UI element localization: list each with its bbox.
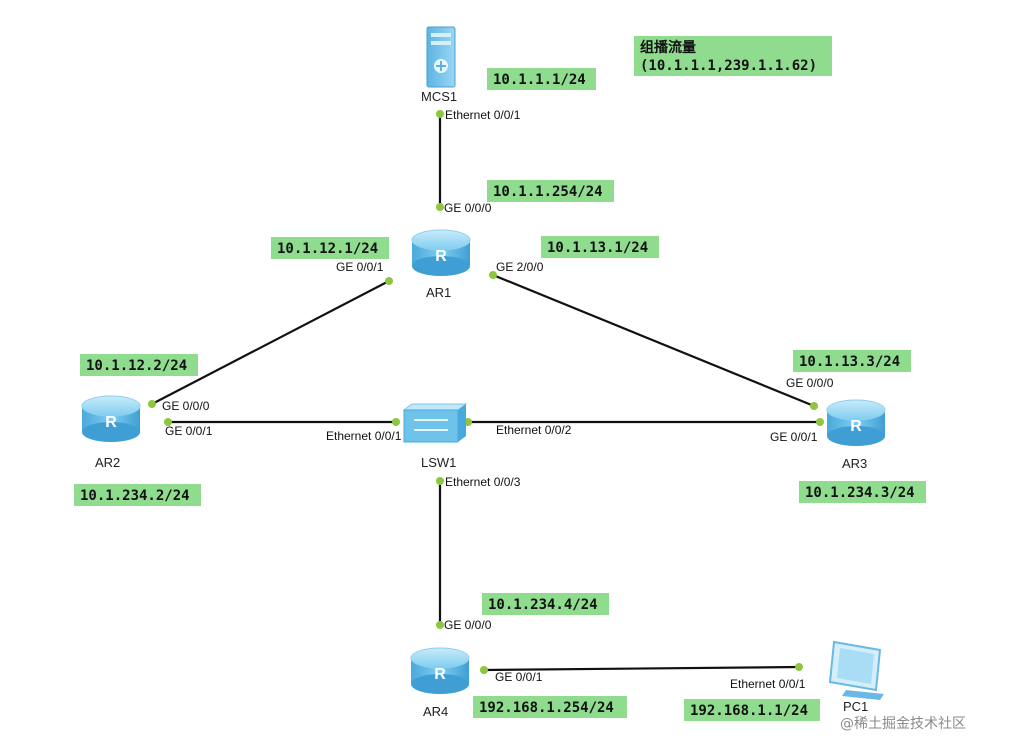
multicast-title: 组播流量 [640,39,696,56]
lsw1-switch-icon[interactable] [402,403,468,443]
svg-text:192.168.1.254/24: 192.168.1.254/24 [479,700,614,716]
port-dot-ar1-ge200 [489,271,497,279]
port-label-ar4-ge000: GE 0/0/0 [444,618,492,632]
ip-tag-mcs1: 10.1.1.1/24 [487,68,596,90]
svg-text:10.1.1.1/24: 10.1.1.1/24 [493,72,586,88]
port-label-ar2-ge000: GE 0/0/0 [162,399,210,413]
port-dot-ar1-ge000 [436,203,444,211]
ar2-label: AR2 [95,455,120,470]
port-label-ar2-ge001: GE 0/0/1 [165,424,213,438]
watermark: @稀土掘金技术社区 [840,716,966,732]
port-label-ar3-ge000: GE 0/0/0 [786,376,834,390]
port-dot-ar4-ge001 [480,666,488,674]
port-dot-pc1 [795,663,803,671]
ip-tag-ar4-ge001: 192.168.1.254/24 [473,696,627,718]
port-label-lsw1-e003: Ethernet 0/0/3 [445,475,521,489]
pc1-label: PC1 [843,699,868,714]
port-dot-ar2-ge000 [148,400,156,408]
port-dot-ar2-ge001 [164,418,172,426]
ar1-label: AR1 [426,285,451,300]
port-dot-ar3-ge000 [810,402,818,410]
ip-tag-ar2-ge000: 10.1.12.2/24 [80,354,198,376]
port-label-ar1-ge001: GE 0/0/1 [336,260,384,274]
ar3-router-icon[interactable] [826,399,886,447]
ar2-router-icon[interactable] [81,395,141,443]
port-label-ar4-ge001: GE 0/0/1 [495,670,543,684]
ip-tag-ar3-ge001: 10.1.234.3/24 [799,481,926,503]
link-ar4-pc1 [483,665,800,672]
svg-text:10.1.234.4/24: 10.1.234.4/24 [488,597,598,613]
svg-text:10.1.13.3/24: 10.1.13.3/24 [799,354,900,370]
ip-tag-ar1-ge200: 10.1.13.1/24 [541,236,659,258]
port-label-ar1-ge200: GE 2/0/0 [496,260,544,274]
port-dot-ar4-ge000 [436,621,444,629]
ar3-label: AR3 [842,456,867,471]
port-label-pc1-e001: Ethernet 0/0/1 [730,677,806,691]
port-label-mcs1-e001: Ethernet 0/0/1 [445,108,521,122]
pc1-computer-icon[interactable] [828,640,884,700]
ip-tag-ar2-ge001: 10.1.234.2/24 [74,484,201,506]
multicast-flow: (10.1.1.1,239.1.1.62) [640,58,817,74]
ar1-router-icon[interactable] [411,229,471,277]
svg-text:10.1.12.1/24: 10.1.12.1/24 [277,241,378,257]
port-dot-ar3-ge001 [816,418,824,426]
lsw1-label: LSW1 [421,455,456,470]
multicast-flow-note: 组播流量 (10.1.1.1,239.1.1.62) [634,36,832,76]
svg-text:10.1.12.2/24: 10.1.12.2/24 [86,358,187,374]
svg-text:10.1.234.3/24: 10.1.234.3/24 [805,485,915,501]
svg-text:192.168.1.1/24: 192.168.1.1/24 [690,703,808,719]
port-dot-mcs1 [436,110,444,118]
ip-tag-pc1: 192.168.1.1/24 [684,699,820,721]
ip-tag-ar1-ge000: 10.1.1.254/24 [487,180,614,202]
svg-text:10.1.234.2/24: 10.1.234.2/24 [80,488,190,504]
mcs1-server-icon[interactable] [426,26,456,88]
port-label-lsw1-e001: Ethernet 0/0/1 [326,429,402,443]
port-dot-ar1-ge001 [385,277,393,285]
ar4-router-icon[interactable] [410,647,470,695]
ip-tag-ar3-ge000: 10.1.13.3/24 [793,350,911,372]
ip-tag-ar4-ge000: 10.1.234.4/24 [482,593,609,615]
mcs1-label: MCS1 [421,89,457,104]
port-label-lsw1-e002: Ethernet 0/0/2 [496,423,572,437]
link-ar1-ar2 [151,280,390,405]
svg-text:10.1.13.1/24: 10.1.13.1/24 [547,240,648,256]
ar4-label: AR4 [423,704,448,719]
port-label-ar1-ge000: GE 0/0/0 [444,201,492,215]
port-dot-lsw1-e003 [436,477,444,485]
port-dot-lsw1-e001 [392,418,400,426]
svg-text:10.1.1.254/24: 10.1.1.254/24 [493,184,603,200]
port-label-ar3-ge001: GE 0/0/1 [770,430,818,444]
link-ar1-ar3 [492,273,815,408]
ip-tag-ar1-ge001: 10.1.12.1/24 [271,237,389,259]
